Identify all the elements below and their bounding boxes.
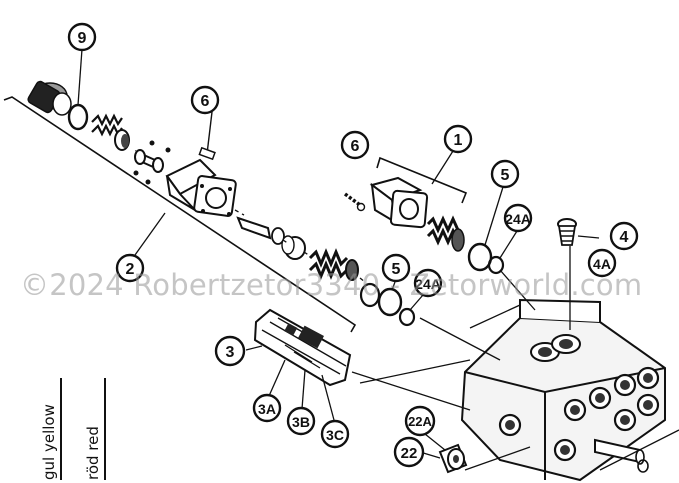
callout-24a-lower-label: 24A (415, 276, 441, 292)
callout-3c: 3C (320, 419, 350, 449)
callout-24a-upper: 24A (503, 203, 533, 233)
washer-2 (281, 235, 306, 260)
callout-2-label: 2 (126, 261, 135, 278)
spool-stem (236, 216, 285, 245)
sleeve (134, 149, 164, 173)
callout-3-label: 3 (226, 344, 235, 361)
callout-3a-label: 3A (258, 401, 276, 417)
valve-insert-3 (253, 308, 352, 387)
valve-block (460, 298, 666, 482)
callout-22a-label: 22A (408, 414, 432, 429)
assembly-2-bracket (3, 96, 357, 333)
spool-cap (27, 80, 72, 116)
callout-24a-lower: 24A (413, 268, 443, 298)
callout-3b: 3B (286, 406, 316, 436)
assembly-1-bracket (376, 156, 468, 204)
callout-24a-upper-label: 24A (505, 211, 531, 227)
callout-5-upper: 5 (490, 159, 520, 189)
o-ring-9 (67, 103, 89, 131)
screw-6b (343, 192, 366, 212)
detent-balls (133, 140, 171, 185)
callout-9: 9 (67, 22, 97, 52)
callout-3: 3 (214, 335, 246, 367)
callout-3b-label: 3B (292, 414, 310, 430)
callout-3c-label: 3C (326, 427, 344, 443)
callout-3a: 3A (252, 393, 282, 423)
callout-6-lower-label: 6 (351, 138, 360, 155)
valve-housing (165, 158, 237, 217)
plug-22 (438, 443, 468, 474)
washer-5b (377, 287, 403, 317)
callout-2: 2 (115, 253, 145, 283)
legend-red-rule (104, 378, 106, 480)
callout-22-label: 22 (401, 445, 418, 462)
callout-5-lower-label: 5 (392, 261, 401, 278)
plug-4 (557, 218, 577, 246)
screw-6a (198, 111, 216, 161)
o-ring-24a-lower (398, 307, 416, 327)
construction-lines (234, 209, 679, 471)
callout-9-label: 9 (78, 30, 87, 47)
callout-4: 4 (609, 221, 639, 251)
callout-5-lower: 5 (381, 253, 411, 283)
ring-2 (359, 282, 381, 308)
callout-6-upper-label: 6 (201, 93, 210, 110)
callout-22a: 22A (404, 405, 436, 437)
callout-6-lower: 6 (340, 130, 370, 160)
callout-4a: 4A (587, 248, 617, 278)
callout-4a-label: 4A (593, 256, 611, 272)
callout-6-upper: 6 (190, 85, 220, 115)
callout-22: 22 (393, 436, 425, 468)
spring-large-2 (308, 248, 359, 281)
o-ring-24a-upper (487, 255, 505, 275)
legend-yellow-rule (60, 378, 62, 480)
callout-5-upper-label: 5 (501, 167, 510, 184)
callout-4-label: 4 (620, 229, 629, 246)
callout-1: 1 (443, 124, 473, 154)
legend-red: röd red (84, 426, 102, 480)
watermark: ©2024 Robertzetor3340 - Zetorworld.com (20, 268, 643, 302)
legend-yellow: gul yellow (40, 404, 58, 480)
spring-cup (114, 129, 130, 151)
callout-1-label: 1 (454, 132, 463, 149)
spring-1 (426, 215, 465, 252)
housing-1 (369, 176, 429, 229)
washer-5a (467, 242, 493, 272)
